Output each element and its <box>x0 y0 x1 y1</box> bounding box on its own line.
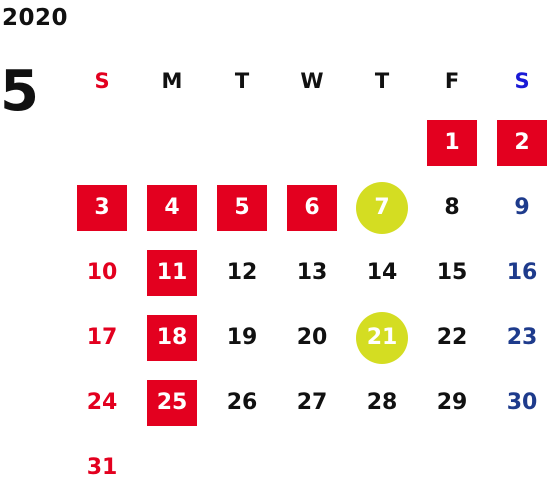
empty-cell <box>137 110 207 175</box>
holiday-day-cell: 2 <box>487 110 548 175</box>
weekday-header: S <box>514 69 530 93</box>
day-cell: 10 <box>67 240 137 305</box>
day-number: 27 <box>296 390 328 415</box>
empty-cell <box>277 110 347 175</box>
day-cell: 14 <box>347 240 417 305</box>
day-number: 1 <box>444 130 460 155</box>
day-number: 18 <box>156 325 188 350</box>
day-cell: 29 <box>417 370 487 435</box>
day-cell: 28 <box>347 370 417 435</box>
weekday-header: T <box>234 69 250 93</box>
day-number: 31 <box>86 455 118 480</box>
day-number: 23 <box>506 325 538 350</box>
day-number: 7 <box>374 195 390 220</box>
holiday-day-cell: 1 <box>417 110 487 175</box>
day-number: 4 <box>164 195 180 220</box>
weekday-header: M <box>161 69 183 93</box>
empty-cell <box>487 435 548 500</box>
holiday-day-cell: 18 <box>137 305 207 370</box>
holiday-day-cell: 5 <box>207 175 277 240</box>
day-cell: 19 <box>207 305 277 370</box>
day-number: 19 <box>226 325 258 350</box>
day-number: 11 <box>156 260 188 285</box>
day-number: 3 <box>94 195 110 220</box>
empty-cell <box>207 110 277 175</box>
day-cell: 23 <box>487 305 548 370</box>
day-number: 9 <box>514 195 530 220</box>
day-number: 25 <box>156 390 188 415</box>
day-number: 17 <box>86 325 118 350</box>
day-number: 24 <box>86 390 118 415</box>
day-number: 10 <box>86 260 118 285</box>
day-number: 8 <box>444 195 460 220</box>
weekday-header: F <box>444 69 460 93</box>
empty-cell <box>207 435 277 500</box>
day-number: 12 <box>226 260 258 285</box>
day-cell: 8 <box>417 175 487 240</box>
day-cell: 30 <box>487 370 548 435</box>
day-cell: 12 <box>207 240 277 305</box>
holiday-day-cell: 3 <box>67 175 137 240</box>
empty-cell <box>137 435 207 500</box>
day-number: 30 <box>506 390 538 415</box>
day-number: 26 <box>226 390 258 415</box>
day-cell: 22 <box>417 305 487 370</box>
day-number: 15 <box>436 260 468 285</box>
month-label: 5 <box>0 59 39 124</box>
day-cell: 31 <box>67 435 137 500</box>
day-number: 20 <box>296 325 328 350</box>
empty-cell <box>277 435 347 500</box>
day-cell: 13 <box>277 240 347 305</box>
day-cell: 27 <box>277 370 347 435</box>
holiday-day-cell: 11 <box>137 240 207 305</box>
weekday-header: S <box>94 69 110 93</box>
holiday-day-cell: 4 <box>137 175 207 240</box>
year-label: 2020 <box>2 5 69 31</box>
day-number: 16 <box>506 260 538 285</box>
day-number: 28 <box>366 390 398 415</box>
day-number: 21 <box>366 325 398 350</box>
event-day-cell: 7 <box>347 175 417 240</box>
day-cell: 20 <box>277 305 347 370</box>
weekday-header: T <box>374 69 390 93</box>
day-number: 13 <box>296 260 328 285</box>
day-number: 6 <box>304 195 320 220</box>
day-number: 22 <box>436 325 468 350</box>
day-cell: 16 <box>487 240 548 305</box>
day-number: 14 <box>366 260 398 285</box>
holiday-day-cell: 25 <box>137 370 207 435</box>
day-number: 5 <box>234 195 250 220</box>
holiday-day-cell: 6 <box>277 175 347 240</box>
day-cell: 24 <box>67 370 137 435</box>
day-cell: 15 <box>417 240 487 305</box>
day-cell: 26 <box>207 370 277 435</box>
empty-cell <box>67 110 137 175</box>
empty-cell <box>417 435 487 500</box>
weekday-header: W <box>300 69 324 93</box>
empty-cell <box>347 435 417 500</box>
day-cell: 17 <box>67 305 137 370</box>
event-day-cell: 21 <box>347 305 417 370</box>
day-number: 29 <box>436 390 468 415</box>
day-cell: 9 <box>487 175 548 240</box>
empty-cell <box>347 110 417 175</box>
day-number: 2 <box>514 130 530 155</box>
